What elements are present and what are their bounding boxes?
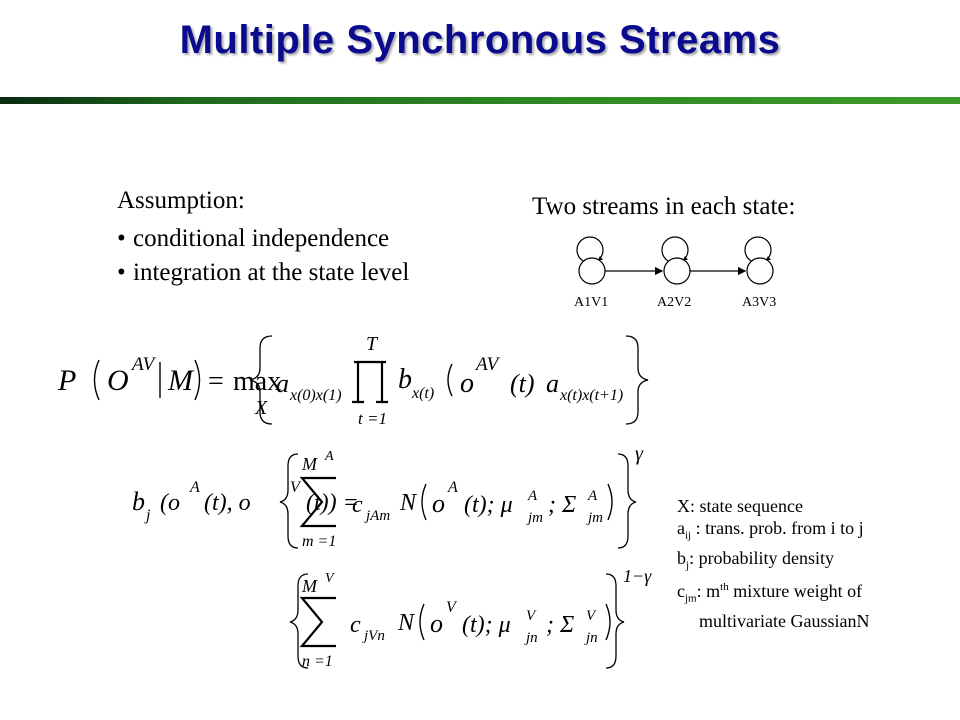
assumption-heading: Assumption:	[117, 187, 245, 214]
svg-text:x(0)x(1): x(0)x(1)	[289, 387, 342, 404]
legend-c-continued: multivariate GaussianN	[699, 610, 870, 631]
bullet-icon: •	[117, 225, 126, 252]
svg-text:V: V	[526, 608, 537, 624]
loop-arrow-icon	[683, 256, 688, 260]
svg-text:m =1: m =1	[302, 533, 336, 550]
state-diagram: A1V1 A2V2 A3V3	[574, 236, 776, 310]
svg-text:M: M	[301, 454, 318, 474]
state-circle	[578, 257, 606, 285]
svg-text:x(t): x(t)	[411, 385, 434, 402]
svg-text:1−γ: 1−γ	[623, 566, 652, 586]
svg-text:o: o	[460, 368, 474, 399]
svg-text:V: V	[325, 571, 335, 586]
svg-text:b: b	[398, 364, 412, 395]
svg-text:M: M	[167, 364, 195, 397]
svg-text:c: c	[352, 492, 363, 518]
bullet-text: conditional independence	[133, 225, 390, 252]
svg-text:O: O	[107, 364, 129, 397]
svg-text:c: c	[350, 612, 361, 638]
svg-text:jm: jm	[586, 510, 603, 526]
state-node-3	[744, 236, 774, 285]
svg-text:γ: γ	[635, 443, 644, 465]
svg-text:jAm: jAm	[364, 508, 390, 524]
svg-text:(t): (t)	[510, 369, 535, 398]
title-divider	[0, 97, 960, 104]
svg-text:V: V	[586, 608, 597, 624]
svg-text:j: j	[144, 507, 151, 524]
state-label-3: A3V3	[742, 295, 776, 310]
state-node-2	[661, 236, 691, 285]
svg-text:o: o	[432, 489, 445, 518]
svg-text:N: N	[399, 490, 418, 516]
svg-text:(t), o: (t), o	[204, 490, 251, 516]
svg-text:max: max	[233, 366, 281, 397]
legend-b: bj: probability density	[677, 547, 835, 572]
state-circle	[663, 257, 691, 285]
state-circle	[746, 257, 774, 285]
svg-text:X: X	[254, 397, 268, 419]
svg-text:=: =	[208, 366, 224, 397]
state-node-1	[576, 236, 606, 285]
streams-heading: Two streams in each state:	[532, 193, 796, 220]
svg-text:a: a	[276, 369, 289, 398]
svg-text:jn: jn	[524, 630, 538, 646]
svg-text:P: P	[57, 364, 76, 397]
symbol-legend: X: state sequence aij : trans. prob. fro…	[677, 495, 957, 632]
assumption-bullet-2: • integration at the state level	[117, 259, 409, 287]
svg-text:x(t)x(t+1): x(t)x(t+1)	[559, 387, 623, 404]
svg-text:V: V	[290, 479, 302, 496]
svg-text:V: V	[446, 599, 458, 616]
loop-arrow-icon	[598, 256, 603, 260]
svg-text:A: A	[324, 449, 334, 464]
svg-text:; Σ: ; Σ	[548, 492, 576, 518]
state-label-2: A2V2	[657, 295, 691, 310]
svg-text:A: A	[527, 488, 538, 504]
equation-video-stream: M V n =1 c jVn N o V (t); μ V jn ; Σ V j…	[289, 566, 652, 670]
svg-text:t =1: t =1	[358, 409, 387, 428]
equation-audio-stream: b j (o A (t), o V (t)) = M A m =1 c jAm …	[132, 443, 644, 550]
bullet-icon: •	[117, 259, 126, 286]
loop-arrow-icon	[766, 256, 771, 260]
svg-text:n =1: n =1	[302, 653, 333, 670]
svg-text:o: o	[430, 609, 443, 638]
bullet-text: integration at the state level	[133, 259, 410, 286]
slide-title: Multiple Synchronous Streams	[179, 18, 781, 62]
svg-text:jn: jn	[584, 630, 598, 646]
svg-text:A: A	[447, 479, 458, 496]
svg-text:; Σ: ; Σ	[546, 612, 574, 638]
svg-text:T: T	[366, 333, 379, 355]
legend-c: cjm: mth mixture weight of	[677, 581, 863, 605]
svg-text:b: b	[132, 487, 145, 516]
svg-text:A: A	[189, 479, 200, 496]
svg-text:a: a	[546, 369, 559, 398]
legend-x: X: state sequence	[677, 496, 803, 516]
svg-text:jVn: jVn	[362, 628, 385, 644]
assumption-bullet-1: • conditional independence	[117, 225, 389, 253]
svg-text:AV: AV	[130, 354, 157, 375]
svg-text:AV: AV	[474, 354, 501, 375]
svg-text:M: M	[301, 576, 318, 596]
legend-a: aij : trans. prob. from i to j	[677, 518, 864, 542]
equation-likelihood: P O AV M X a x(0)x(1) T t =1 b x(t) o AV…	[57, 333, 649, 428]
svg-text:(t); μ: (t); μ	[462, 612, 511, 638]
svg-text:A: A	[587, 488, 598, 504]
svg-text:N: N	[397, 610, 416, 636]
state-label-1: A1V1	[574, 295, 608, 310]
svg-text:jm: jm	[526, 510, 543, 526]
svg-text:(o: (o	[160, 490, 180, 516]
svg-text:(t); μ: (t); μ	[464, 492, 513, 518]
